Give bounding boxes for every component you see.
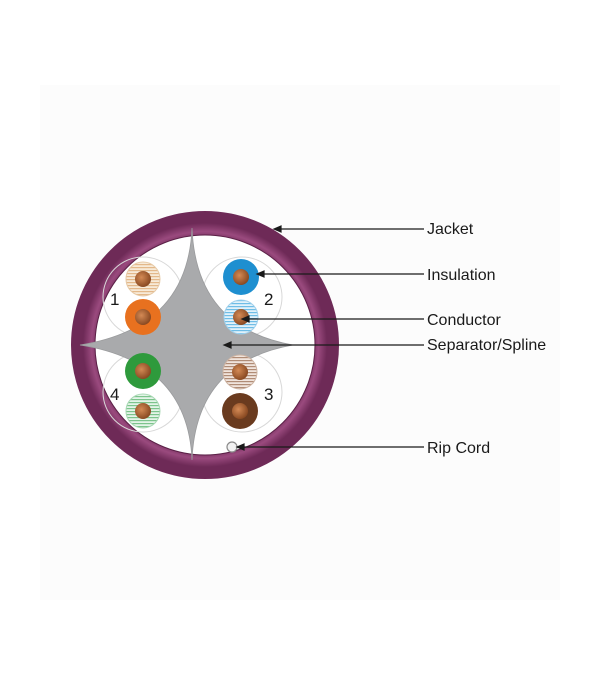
insulation-label: Insulation <box>427 267 496 284</box>
insulation-leader-arrow <box>255 270 265 278</box>
separator-leader-arrow <box>222 341 232 349</box>
rip-cord-leader-arrow <box>235 443 245 451</box>
pair-4-solid-conductor <box>135 363 151 379</box>
conductor-label: Conductor <box>427 312 501 329</box>
separator-label: Separator/Spline <box>427 337 546 354</box>
jacket-label: Jacket <box>427 221 474 238</box>
jacket-leader-arrow <box>272 225 282 233</box>
pair-1-number: 1 <box>110 290 119 309</box>
pair-4-stripe-conductor <box>135 403 151 419</box>
pair-1-solid-conductor <box>135 309 151 325</box>
pair-3-solid-conductor <box>232 403 248 419</box>
pair-3-stripe-conductor <box>232 364 248 380</box>
pair-2-stripe-conductor <box>233 309 249 325</box>
pair-2-number: 2 <box>264 290 273 309</box>
pair-2-solid-conductor <box>233 269 249 285</box>
pair-1-stripe-conductor <box>135 271 151 287</box>
pair-3-number: 3 <box>264 385 273 404</box>
pair-4-number: 4 <box>110 385 119 404</box>
rip-cord-label: Rip Cord <box>427 440 490 457</box>
conductor-leader-arrow <box>240 315 250 323</box>
